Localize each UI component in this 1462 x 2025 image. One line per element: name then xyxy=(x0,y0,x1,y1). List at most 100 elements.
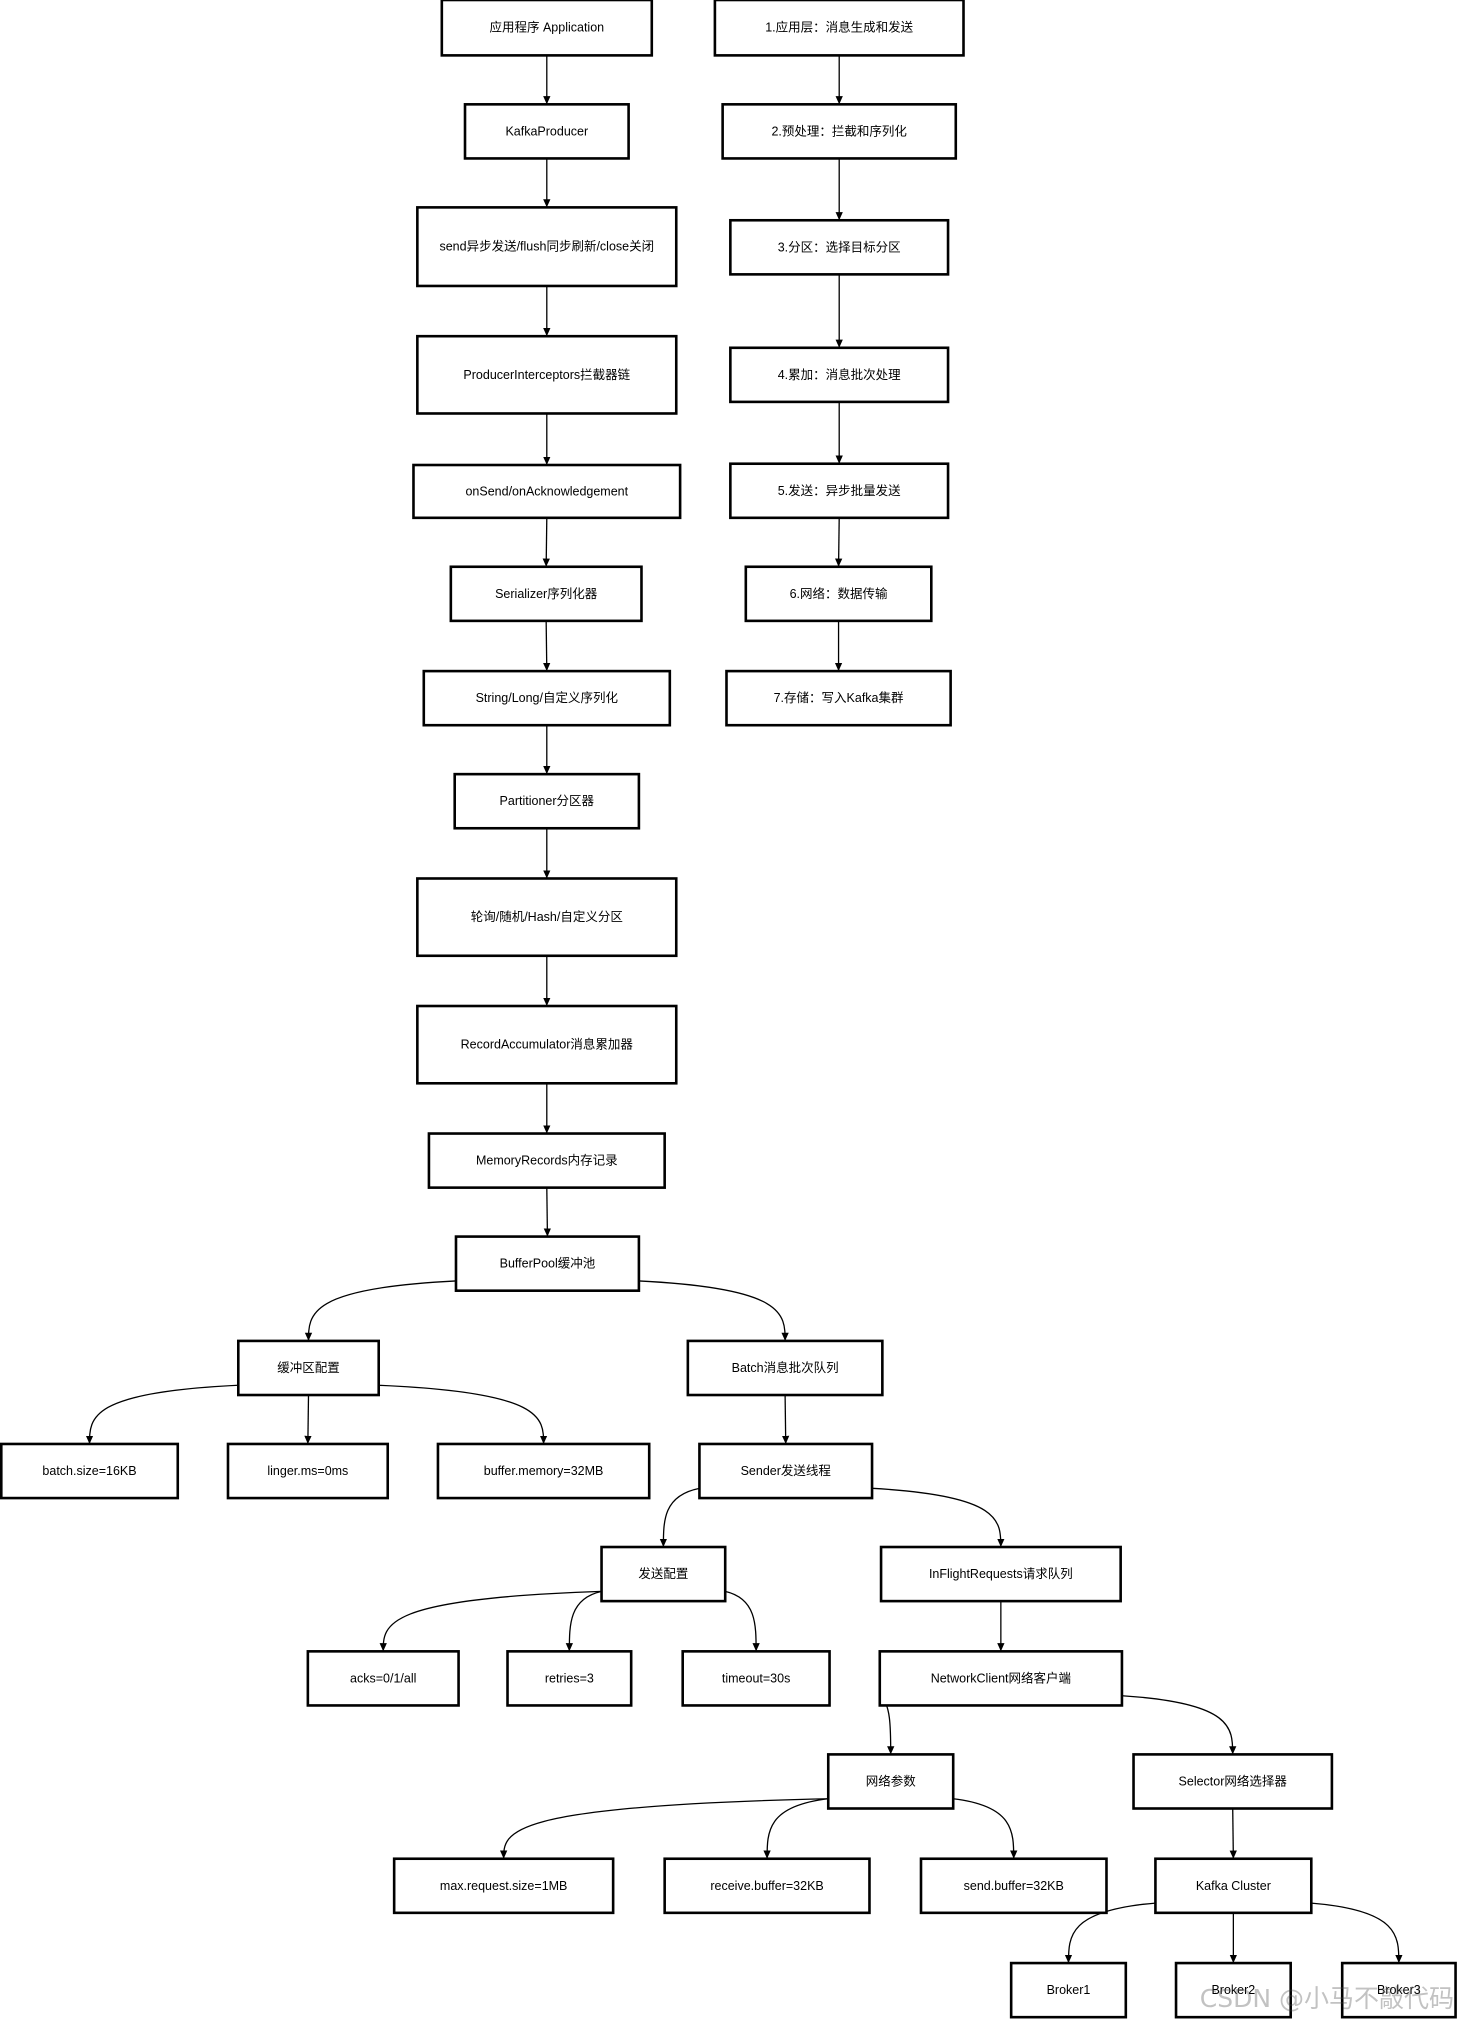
node-label-retries: retries=3 xyxy=(545,1671,594,1685)
node-retries: retries=3 xyxy=(506,1650,633,1707)
edge-serializer-to-string_long xyxy=(543,620,551,672)
node-box-linger xyxy=(226,1442,390,1500)
node-box-broker2 xyxy=(1174,1961,1292,2019)
node-box-send_config xyxy=(600,1545,727,1603)
edge-buffer_config-to-linger xyxy=(304,1395,312,1444)
node-box-serializer xyxy=(449,565,643,623)
node-label-memrecords: MemoryRecords内存记录 xyxy=(476,1154,618,1168)
node-box-send_buffer xyxy=(919,1857,1108,1915)
node-send_buffer: send.buffer=32KB xyxy=(919,1857,1108,1915)
edge-net_params-to-receive_buffer xyxy=(763,1798,829,1859)
node-buffer_config: 缓冲区配置 xyxy=(236,1339,381,1397)
node-box-max_request xyxy=(392,1857,615,1915)
node-memrecords: MemoryRecords内存记录 xyxy=(427,1132,666,1189)
node-label-step6: 6.网络：数据传输 xyxy=(790,586,888,601)
node-sender: Sender发送线程 xyxy=(698,1442,874,1500)
node-timeout: timeout=30s xyxy=(681,1650,831,1707)
node-label-broker3: Broker3 xyxy=(1377,1983,1421,1997)
node-box-cluster xyxy=(1154,1857,1313,1915)
node-box-step6 xyxy=(744,565,933,623)
node-roundrobin: 轮询/随机/Hash/自定义分区 xyxy=(416,877,678,958)
node-box-bufferpool xyxy=(454,1235,641,1292)
node-box-retries xyxy=(506,1650,633,1707)
edge-networkclient-to-selector xyxy=(1121,1695,1237,1755)
node-box-net_params xyxy=(826,1753,955,1810)
node-box-sender xyxy=(698,1442,874,1500)
node-label-step1: 1.应用层：消息生成和发送 xyxy=(765,20,913,35)
node-cluster: Kafka Cluster xyxy=(1154,1857,1313,1915)
node-networkclient: NetworkClient网络客户端 xyxy=(878,1650,1124,1707)
edge-onsend-to-serializer xyxy=(542,517,550,567)
node-label-selector: Selector网络选择器 xyxy=(1179,1773,1288,1788)
node-label-broker1: Broker1 xyxy=(1047,1983,1091,1997)
node-broker1: Broker1 xyxy=(1009,1961,1128,2019)
node-send_config: 发送配置 xyxy=(600,1545,727,1603)
node-batch_queue: Batch消息批次队列 xyxy=(686,1339,884,1397)
node-label-send_buffer: send.buffer=32KB xyxy=(964,1879,1064,1893)
node-label-batch_size: batch.size=16KB xyxy=(42,1464,136,1478)
node-label-step5: 5.发送：异步批量发送 xyxy=(778,483,901,498)
node-box-onsend xyxy=(412,463,682,520)
edges xyxy=(85,55,1403,1964)
node-label-accumulator: RecordAccumulator消息累加器 xyxy=(461,1037,634,1052)
node-label-buffer_config: 缓冲区配置 xyxy=(277,1360,340,1375)
node-serializer: Serializer序列化器 xyxy=(449,565,643,623)
node-label-max_request: max.request.size=1MB xyxy=(440,1879,567,1893)
node-step3: 3.分区：选择目标分区 xyxy=(729,218,950,276)
node-label-networkclient: NetworkClient网络客户端 xyxy=(931,1670,1071,1685)
edge-batch_queue-to-sender xyxy=(781,1395,790,1444)
node-step6: 6.网络：数据传输 xyxy=(744,565,933,623)
node-box-producer xyxy=(463,103,630,160)
node-max_request: max.request.size=1MB xyxy=(392,1857,615,1915)
node-step1: 1.应用层：消息生成和发送 xyxy=(713,0,965,57)
node-label-string_long: String/Long/自定义序列化 xyxy=(476,690,619,705)
node-box-batch_queue xyxy=(686,1339,884,1397)
node-label-partitioner: Partitioner分区器 xyxy=(500,794,595,808)
node-box-receive_buffer xyxy=(663,1857,871,1915)
node-label-broker2: Broker2 xyxy=(1211,1983,1255,1997)
node-box-app xyxy=(440,0,654,57)
node-label-producer: KafkaProducer xyxy=(505,124,588,138)
node-box-acks xyxy=(306,1650,460,1707)
node-label-step7: 7.存储：写入Kafka集群 xyxy=(774,690,904,705)
node-net_params: 网络参数 xyxy=(826,1753,955,1810)
node-label-send: send异步发送/flush同步刷新/close关闭 xyxy=(439,239,654,254)
edge-sender-to-send_config xyxy=(659,1487,700,1548)
edge-bufferpool-to-batch_queue xyxy=(638,1280,789,1341)
node-box-step5 xyxy=(729,462,950,520)
node-label-linger: linger.ms=0ms xyxy=(267,1464,348,1478)
node-label-app: 应用程序 Application xyxy=(489,20,604,35)
node-box-step3 xyxy=(729,218,950,276)
node-label-buffer_memory: buffer.memory=32MB xyxy=(484,1464,604,1478)
node-receive_buffer: receive.buffer=32KB xyxy=(663,1857,871,1915)
node-bufferpool: BufferPool缓冲池 xyxy=(454,1235,641,1292)
edge-selector-to-cluster xyxy=(1229,1808,1237,1859)
edge-step5-to-step6 xyxy=(835,517,843,567)
node-box-accumulator xyxy=(416,1004,678,1085)
node-label-roundrobin: 轮询/随机/Hash/自定义分区 xyxy=(471,909,623,924)
node-box-timeout xyxy=(681,1650,831,1707)
edge-buffer_config-to-batch_size xyxy=(85,1384,239,1444)
node-label-interceptors: ProducerInterceptors拦截器链 xyxy=(463,367,630,382)
node-acks: acks=0/1/all xyxy=(306,1650,460,1707)
node-label-step2: 2.预处理：拦截和序列化 xyxy=(771,123,907,138)
node-label-onsend: onSend/onAcknowledgement xyxy=(465,484,628,498)
node-label-step4: 4.累加：消息批次处理 xyxy=(778,367,901,382)
node-batch_size: batch.size=16KB xyxy=(0,1442,180,1500)
node-inflight: InFlightRequests请求队列 xyxy=(879,1545,1122,1603)
node-label-bufferpool: BufferPool缓冲池 xyxy=(500,1256,596,1271)
node-send: send异步发送/flush同步刷新/close关闭 xyxy=(416,206,678,288)
node-box-memrecords xyxy=(427,1132,666,1189)
node-label-inflight: InFlightRequests请求队列 xyxy=(929,1566,1073,1581)
node-box-networkclient xyxy=(878,1650,1124,1707)
node-box-broker1 xyxy=(1009,1961,1128,2019)
node-selector: Selector网络选择器 xyxy=(1132,1753,1334,1810)
node-step2: 2.预处理：拦截和序列化 xyxy=(721,103,958,160)
node-label-batch_queue: Batch消息批次队列 xyxy=(732,1360,839,1375)
node-linger: linger.ms=0ms xyxy=(226,1442,390,1500)
edge-cluster-to-broker3 xyxy=(1311,1902,1403,1964)
node-onsend: onSend/onAcknowledgement xyxy=(412,463,682,520)
node-box-selector xyxy=(1132,1753,1334,1810)
node-box-string_long xyxy=(422,669,672,727)
